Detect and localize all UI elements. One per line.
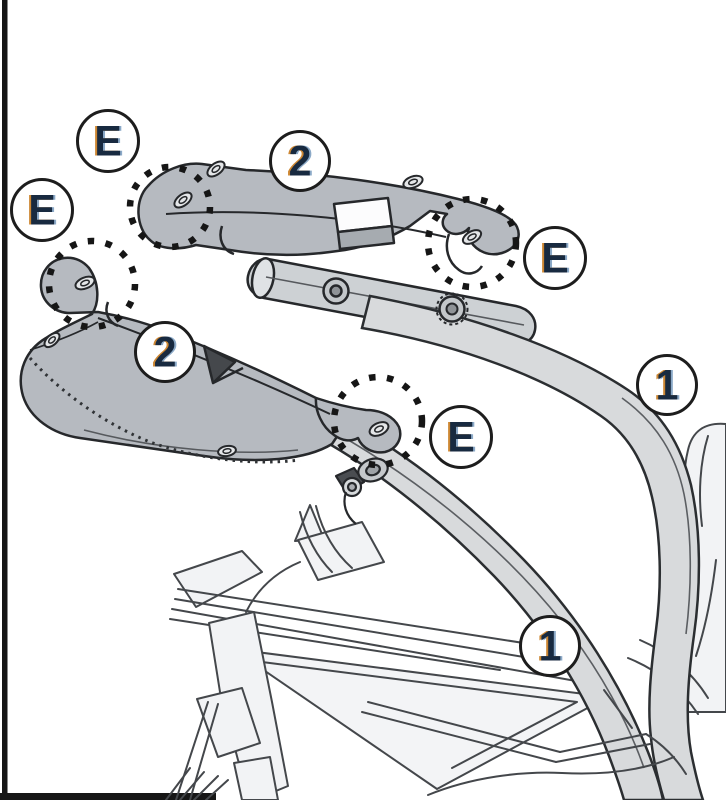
highlight-circles (45, 163, 520, 469)
callout-E-right: E (523, 226, 587, 290)
right-rail-highlight (621, 397, 692, 635)
slot-right-tab (461, 229, 483, 245)
callout-label: E (447, 412, 475, 461)
callout-label: 1 (655, 360, 679, 409)
callout-label: 2 (288, 136, 312, 185)
slot-left-tab-upper-inner (211, 164, 221, 174)
callout-label: E (28, 185, 56, 234)
swingarm-lines (361, 701, 561, 763)
highlight-circle-upper-bracket-left-tab (126, 163, 214, 251)
slot-right-tab-inner (467, 233, 477, 241)
slot-bottom-inner (222, 447, 232, 455)
callout-label: E (94, 116, 122, 165)
rail-front-plate (173, 550, 263, 608)
highlight-circle-upper-bracket-right-tab (424, 195, 520, 291)
slot-right-upper-inner (407, 178, 419, 186)
callout-part-2-upper: 2 (269, 130, 331, 192)
fender-corner (645, 733, 687, 775)
right-tab-hook (445, 233, 484, 275)
fold-triangle (202, 344, 237, 385)
left-tab-hook (219, 225, 235, 256)
left-rail-body (297, 406, 665, 800)
clamp-washer-core (346, 481, 358, 493)
motorcycle-frame-lineart (165, 422, 726, 800)
footpeg (196, 687, 261, 758)
page-border (0, 0, 216, 800)
callout-part-2-lower: 2 (134, 321, 196, 383)
bracket-window-flange (336, 224, 396, 251)
seat-rail-line-1 (177, 588, 563, 650)
slot-rear-tab-inner (79, 279, 91, 287)
lower-bracket-fold-left (29, 321, 99, 351)
left-border-line (2, 0, 8, 800)
foreground-lineart (361, 689, 687, 796)
hanger-link (245, 561, 301, 613)
slot-left-end-inner (47, 336, 57, 344)
cross-tube-cap (250, 257, 276, 299)
fold-triangle-edge (212, 366, 244, 385)
slot-left-end (43, 331, 61, 349)
frame-line-2 (299, 511, 333, 573)
tube-bolt-core (329, 284, 343, 298)
callout-E-center: E (429, 405, 493, 469)
clamp-link (343, 491, 357, 525)
callout-label: 1 (538, 621, 562, 670)
cowl-line-1 (699, 435, 709, 527)
rail-bolt-knurl (435, 292, 469, 326)
upper-bracket-fold (165, 211, 447, 238)
highlight-circle-lower-bracket-front-tab (330, 373, 426, 469)
callout-label: E (541, 233, 569, 282)
slot-left-tab-upper (206, 160, 226, 178)
clamp-hardware (334, 457, 389, 525)
callout-part-1-upper: 1 (636, 354, 698, 416)
stand-line-1 (175, 701, 209, 800)
callout-part-1-lower: 1 (519, 615, 581, 677)
callout-label: 2 (153, 327, 177, 376)
frame-line-1 (315, 505, 353, 569)
right-rail-body (360, 294, 705, 800)
slot-rear-tab (74, 275, 96, 291)
upper-bracket (137, 160, 520, 275)
right-rail-tube (360, 292, 705, 800)
swingarm-kink (555, 733, 651, 763)
callout-E-left: E (10, 178, 74, 242)
shock-line (603, 689, 633, 729)
highlight-circle-lower-bracket-rear-tab (45, 237, 139, 331)
hatch-lines (165, 767, 229, 800)
callout-E-upper-left: E (76, 109, 140, 173)
slot-left-tab-lower (173, 191, 193, 209)
slot-left-tab-lower-inner (178, 195, 188, 205)
fender-edge (427, 756, 675, 796)
slot-front-tab (368, 421, 390, 437)
slot-bottom (217, 444, 237, 458)
slot-right-upper (402, 174, 424, 190)
slot-front-tab-inner (374, 425, 384, 433)
frame-panel (297, 521, 385, 581)
cowl-line-2 (695, 559, 717, 657)
lower-bracket-inner-edge (83, 429, 299, 454)
rail-bolt-core (445, 302, 459, 316)
seat-rail-line-2 (174, 598, 585, 668)
stand-foot (233, 756, 279, 800)
bottom-border-line (0, 793, 216, 800)
